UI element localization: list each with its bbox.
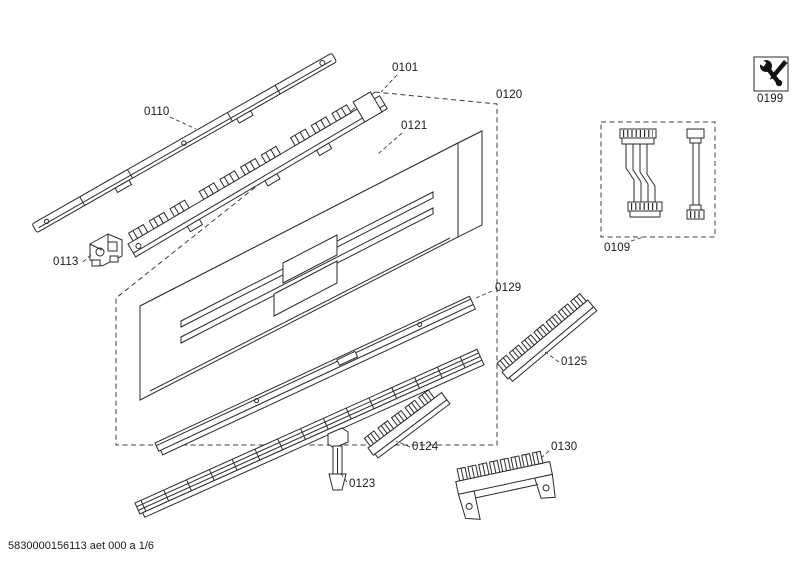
part-label-0101: 0101 [392,62,419,74]
part-label-0121: 0121 [401,120,428,132]
part-0101-drawing [127,91,388,258]
cable-kit-0109-outline [600,121,716,238]
screwdriver-icon [770,60,788,80]
part-0123-drawing [327,427,349,491]
service-tools-icon [753,56,789,92]
part-0109-drawing [619,128,705,220]
part-0113-drawing [89,233,123,267]
part-label-0113: 0113 [53,256,79,268]
part-0129-drawing [154,295,477,456]
panel-end-face [457,130,483,238]
part-label-0125: 0125 [561,356,588,368]
document-code: 5830000156113 aet 000 a 1/6 [8,540,154,552]
leader-lines [82,74,645,483]
door-bottom-rail-drawing [134,348,485,518]
part-0130-drawing [455,450,556,520]
part-label-0123: 0123 [349,478,376,490]
part-0110-drawing [32,53,337,233]
part-0124-drawing [363,389,451,459]
part-label-0120: 0120 [496,89,523,101]
part-label-0129: 0129 [495,282,522,294]
assembly-0120-outline [115,91,498,446]
part-0121-drawing [139,130,483,401]
part-label-0130: 0130 [551,441,578,453]
part-label-0124: 0124 [412,441,439,453]
part-label-0110: 0110 [144,106,170,118]
icon-label-0199: 0199 [757,93,784,105]
part-label-0109: 0109 [604,242,631,254]
part-0125-drawing [496,293,598,383]
